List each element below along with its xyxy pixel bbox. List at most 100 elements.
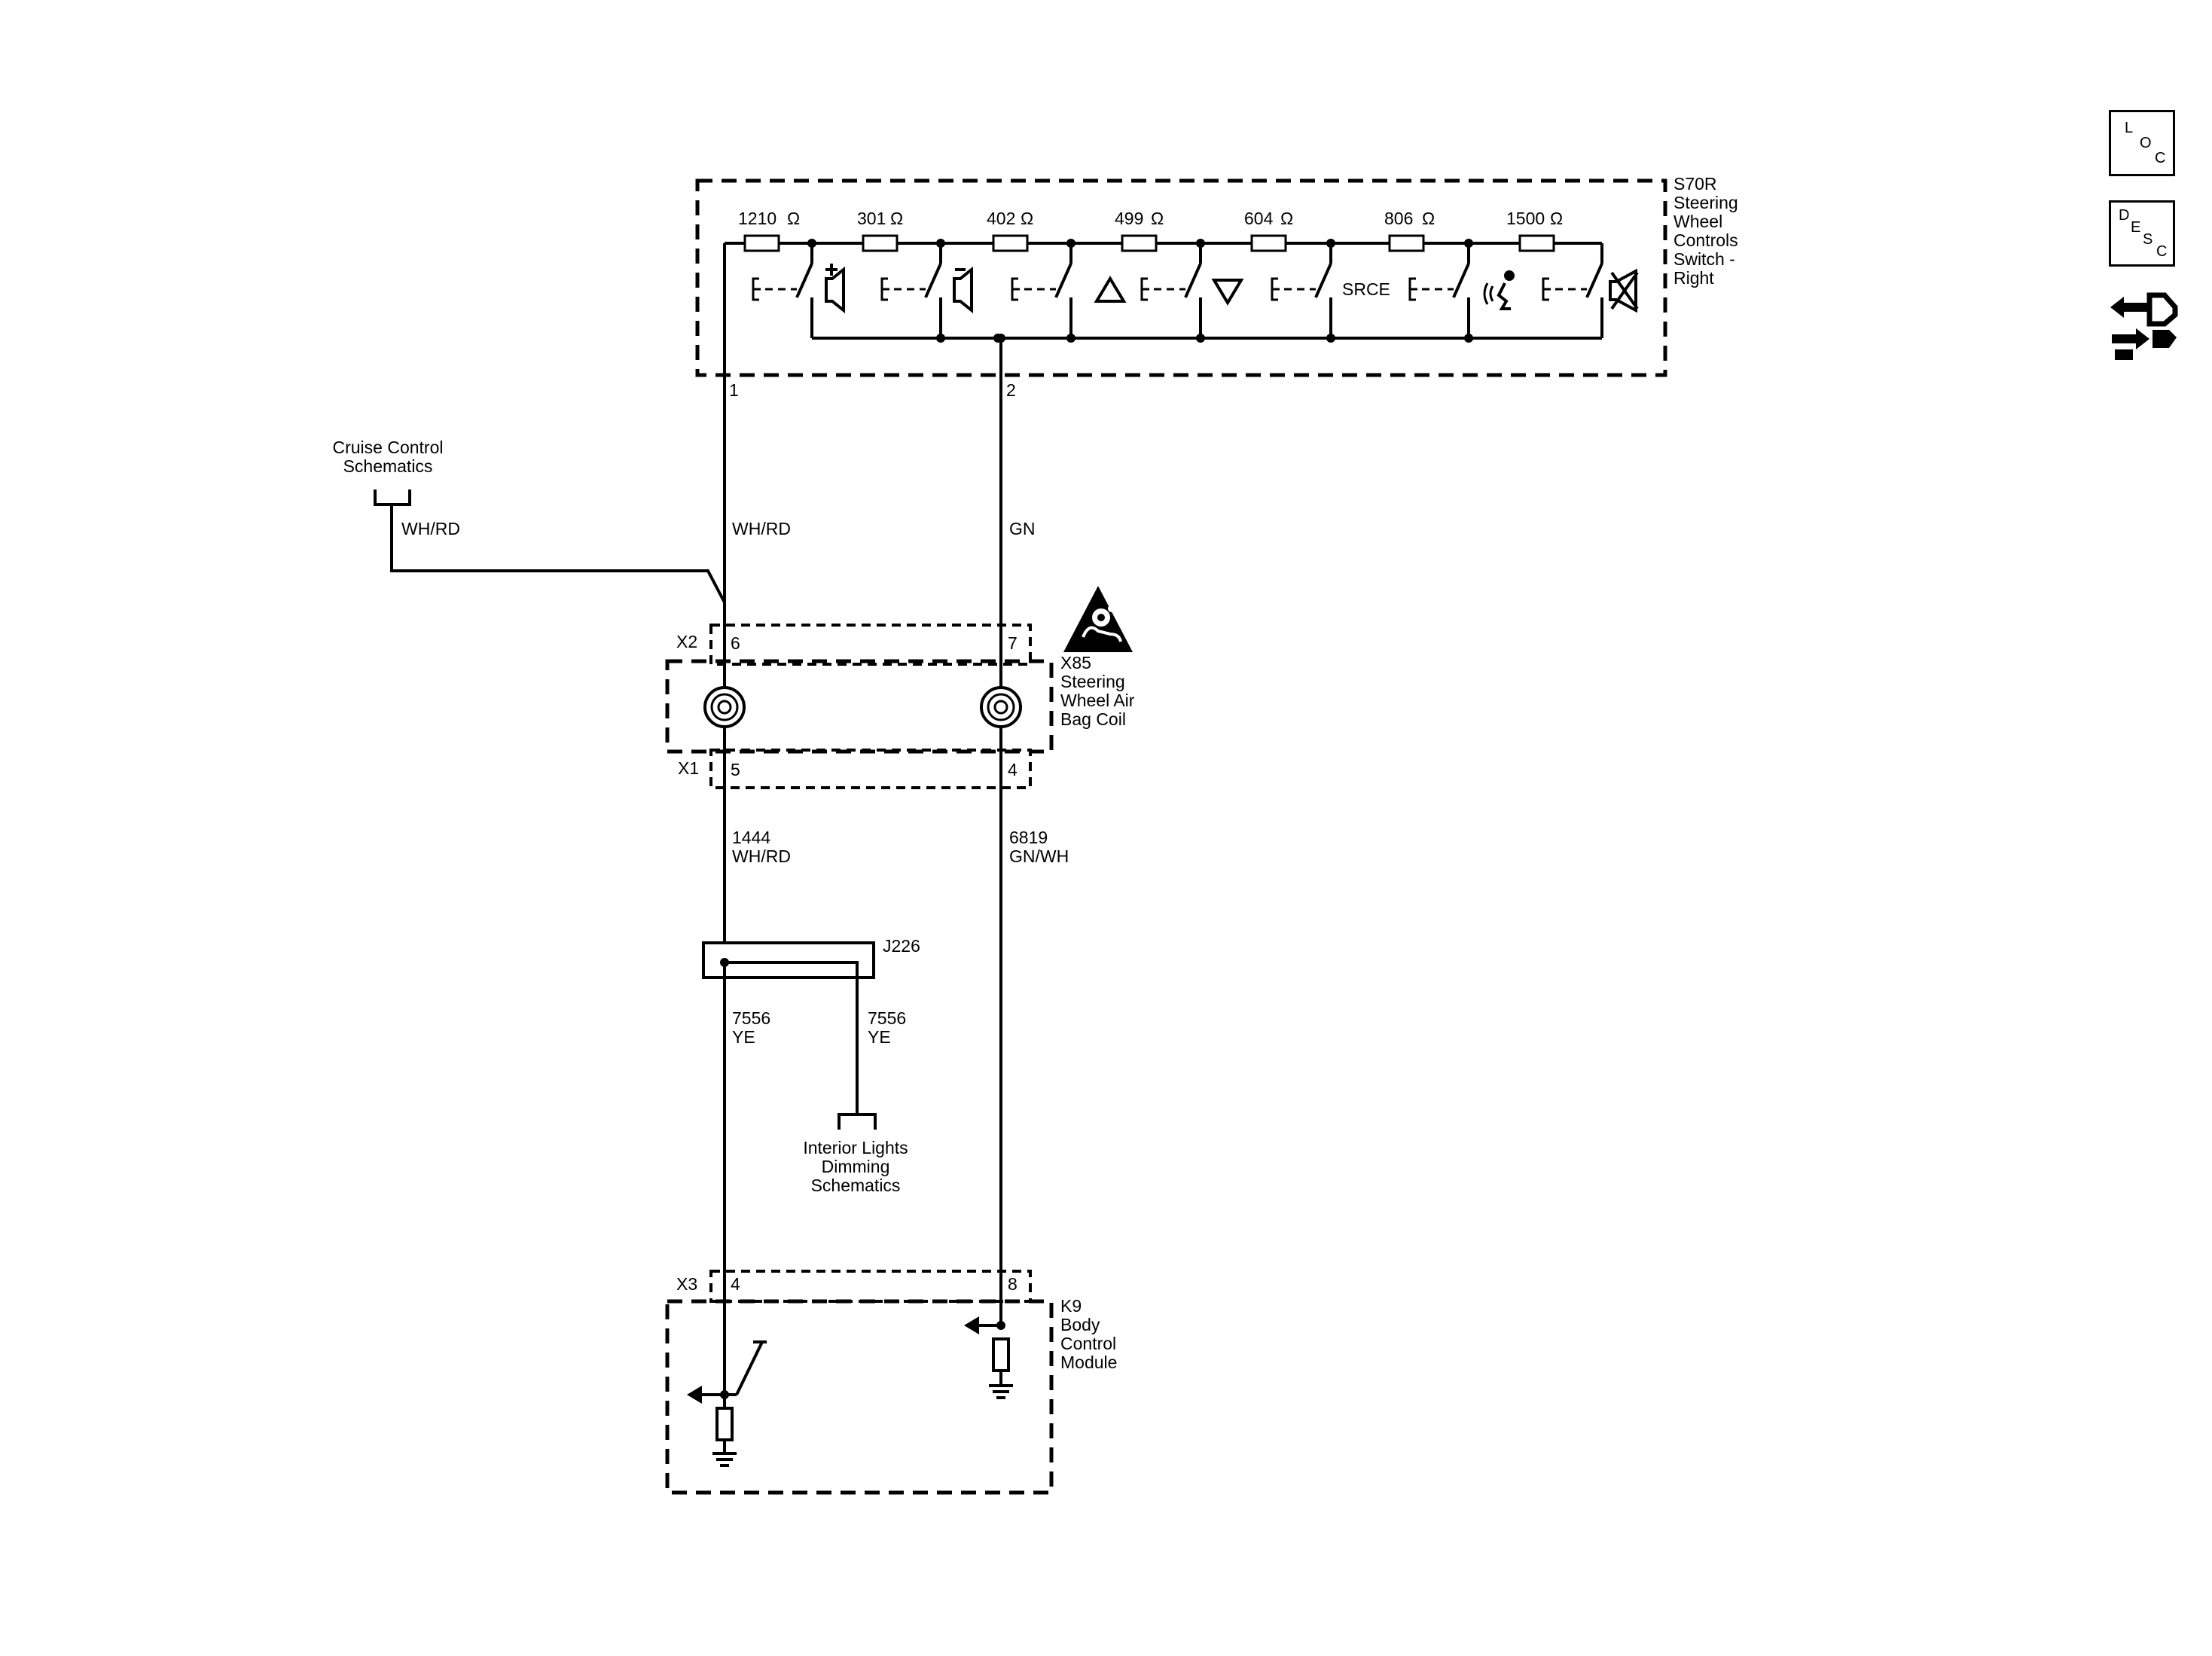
- triangle-down-icon: [1211, 279, 1244, 306]
- wire-color: YE: [868, 1027, 891, 1047]
- volume-down-icon: [953, 266, 973, 314]
- resistor: [715, 1407, 734, 1441]
- interior-lights-reference[interactable]: Interior Lights Dimming Schematics: [803, 1113, 908, 1195]
- wire-color: WH/RD: [732, 846, 791, 866]
- desc-letter: C: [2156, 243, 2168, 260]
- resistor-value: 499: [1115, 209, 1143, 228]
- clockspring-coil-icon: [703, 686, 746, 728]
- coil-pin: 6: [731, 633, 740, 653]
- resistor: [992, 1337, 1010, 1372]
- ohm-symbol: Ω: [1550, 209, 1563, 228]
- connector-label: X2: [676, 632, 697, 651]
- resistor: [743, 234, 780, 252]
- bcm-name-line: Control: [1060, 1334, 1116, 1353]
- resistor: [1250, 234, 1287, 252]
- location-button[interactable]: L O C: [2109, 110, 2175, 176]
- airbag-warning-icon: [1063, 586, 1133, 652]
- coil-id: X85: [1060, 653, 1091, 672]
- ohm-symbol: Ω: [1151, 209, 1164, 228]
- loc-letter: C: [2155, 150, 2166, 166]
- voice-command-icon: [1483, 270, 1515, 310]
- bcm-pin: 4: [731, 1274, 740, 1294]
- circuit-number: 7556: [732, 1008, 770, 1028]
- mute-icon: [1609, 268, 1639, 313]
- resistor: [862, 234, 899, 252]
- switch-volume-down: [880, 243, 942, 338]
- j226-splice-pack: J226: [702, 936, 920, 1115]
- desc-letter: S: [2143, 231, 2153, 248]
- s70r-switch-module: S70R Steering Wheel Controls Switch - Ri…: [695, 174, 1738, 400]
- s70r-name-line: Steering: [1673, 193, 1738, 212]
- interior-ref-line: Dimming: [822, 1157, 890, 1176]
- ohm-symbol: Ω: [1422, 209, 1435, 228]
- ohm-symbol: Ω: [890, 209, 903, 228]
- arrow-left-icon: [687, 1386, 702, 1404]
- s70r-name-line: Right: [1673, 268, 1714, 288]
- wire-color: GN/WH: [1009, 846, 1069, 866]
- switch-source: [1271, 243, 1332, 338]
- circuit-number: 7556: [868, 1008, 906, 1028]
- triangle-up-icon: [1094, 276, 1127, 303]
- wire-color: WH/RD: [401, 519, 460, 538]
- clockspring-coil-icon: [980, 686, 1022, 728]
- k9-body-control-module: X3 4 8 K9 Body Control Module: [665, 1270, 1117, 1495]
- coil-pin: 5: [731, 760, 740, 779]
- s70r-pin: 2: [1006, 380, 1016, 400]
- connector-label: X1: [678, 758, 699, 778]
- splice-id: J226: [883, 936, 920, 956]
- bcm-name-line: Body: [1060, 1315, 1100, 1334]
- cruise-ref-line: Cruise Control: [333, 438, 444, 457]
- bcm-right-input: [964, 1316, 1013, 1399]
- description-button[interactable]: D E S C: [2109, 200, 2175, 267]
- resistor-value: 1500: [1506, 209, 1545, 228]
- switch-volume-up: [752, 243, 813, 338]
- cruise-control-reference[interactable]: Cruise Control Schematics WH/RD: [333, 438, 726, 603]
- ohm-symbol: Ω: [787, 209, 800, 228]
- wire-color: WH/RD: [732, 519, 791, 538]
- interior-ref-line: Schematics: [811, 1176, 901, 1195]
- x85-airbag-coil: X2 X1 6 7 5 4 X85 Steering Wheel Air Bag…: [665, 586, 1135, 789]
- desc-letter: D: [2119, 207, 2130, 224]
- bcm-id: K9: [1060, 1296, 1082, 1316]
- resistor: [1388, 234, 1425, 252]
- coil-name-line: Bag Coil: [1060, 709, 1126, 729]
- circuit-number: 1444: [732, 828, 770, 847]
- s70r-id: S70R: [1673, 174, 1717, 194]
- resistor: [1518, 234, 1555, 252]
- s70r-pin: 1: [729, 380, 739, 400]
- connector-label: X3: [676, 1274, 697, 1294]
- s70r-name-line: Controls: [1673, 230, 1738, 250]
- bcm-pin: 8: [1008, 1274, 1018, 1294]
- arrow-left-icon: [964, 1316, 979, 1334]
- ground-icon: [989, 1384, 1013, 1399]
- wire-color: GN: [1009, 519, 1036, 538]
- cruise-ref-line: Schematics: [343, 456, 433, 476]
- loc-letter: O: [2140, 135, 2152, 151]
- resistor-value: 301: [857, 209, 886, 228]
- source-label: SRCE: [1342, 279, 1390, 299]
- s70r-name-line: Wheel: [1673, 212, 1722, 231]
- circuit-number: 6819: [1009, 828, 1048, 847]
- resistor-value: 1210: [738, 209, 776, 228]
- resistor-value: 604: [1244, 209, 1274, 228]
- ground-icon: [712, 1452, 737, 1467]
- switch-seek-up: [1011, 243, 1072, 338]
- ohm-symbol: Ω: [1021, 209, 1033, 228]
- coil-name-line: Steering: [1060, 672, 1125, 691]
- connector-navigation-icon[interactable]: [2104, 285, 2180, 363]
- resistor-value: 806: [1384, 209, 1413, 228]
- wire-color: YE: [732, 1027, 755, 1047]
- coil-pin: 7: [1008, 633, 1018, 653]
- resistor-value: 402: [987, 209, 1015, 228]
- coil-pin: 4: [1008, 760, 1018, 779]
- ohm-symbol: Ω: [1280, 209, 1293, 228]
- bcm-left-pulldown: [687, 1301, 767, 1467]
- switch-mute: [1542, 243, 1603, 338]
- bcm-name-line: Module: [1060, 1353, 1117, 1372]
- resistor: [1121, 234, 1158, 252]
- switch-voice: [1408, 243, 1470, 338]
- coil-name-line: Wheel Air: [1060, 691, 1135, 710]
- interior-ref-line: Interior Lights: [803, 1138, 908, 1157]
- s70r-name-line: Switch -: [1673, 249, 1735, 269]
